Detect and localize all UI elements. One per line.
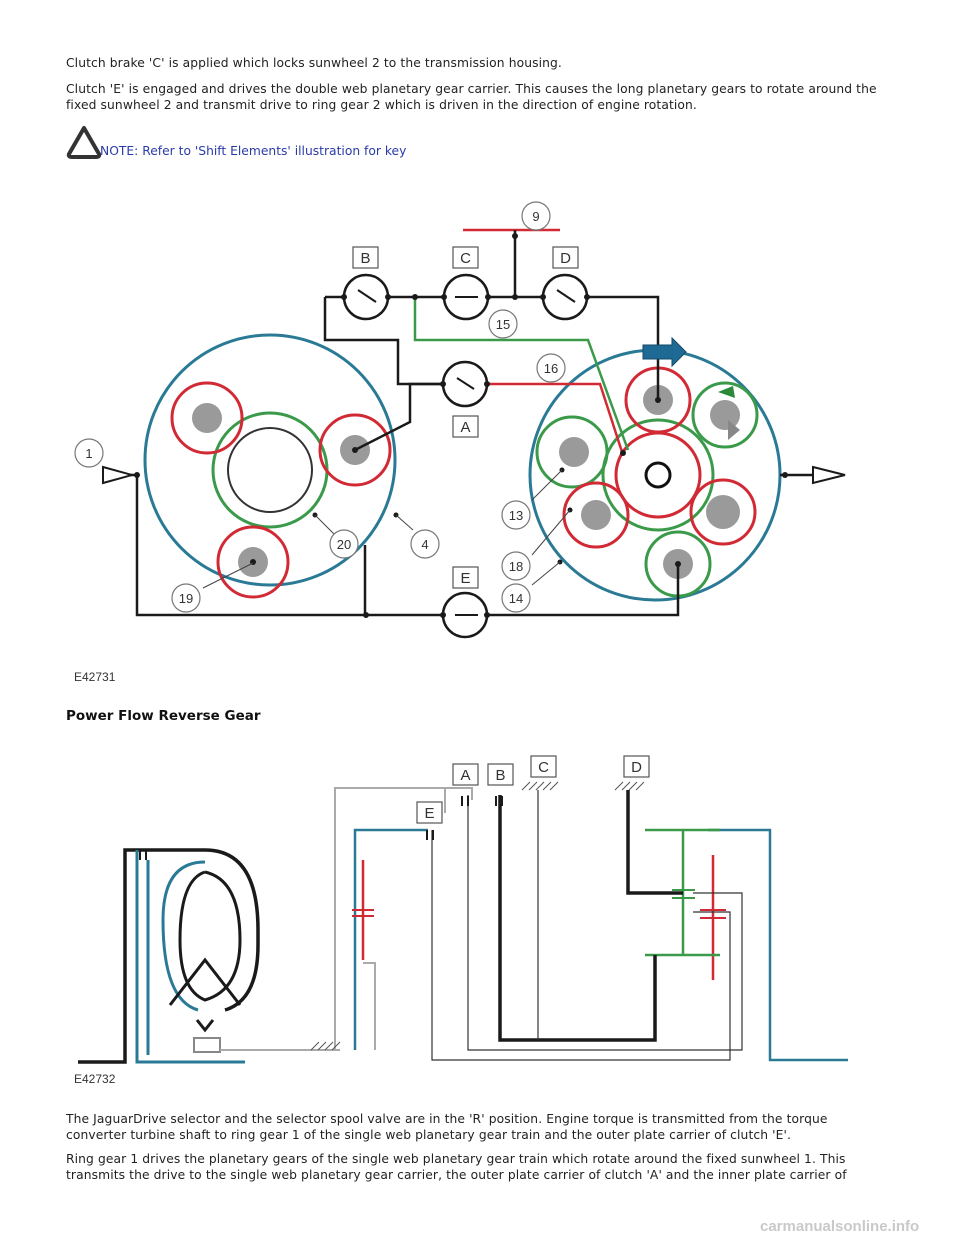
rotation-arrow-icon — [642, 336, 687, 368]
label2-d: D — [631, 759, 642, 776]
label-9: 9 — [532, 209, 539, 224]
figure-code-e42731: E42731 — [74, 670, 116, 684]
left-sun-gear — [211, 411, 329, 529]
label2-a: A — [460, 767, 470, 784]
label2-c: C — [538, 759, 549, 776]
label-13: 13 — [509, 508, 523, 523]
label-16: 16 — [544, 361, 558, 376]
label-18: 18 — [509, 559, 523, 574]
label-19: 19 — [179, 591, 193, 606]
label-c: C — [460, 250, 471, 267]
label-20: 20 — [337, 537, 351, 552]
warning-triangle-icon — [66, 126, 102, 159]
note-text: NOTE: Refer to 'Shift Elements' illustra… — [100, 144, 407, 158]
label-15: 15 — [496, 317, 510, 332]
left-planetary-ring — [143, 333, 397, 587]
left-sun-inner — [227, 427, 313, 513]
paragraph-ring-gear-1: Ring gear 1 drives the planetary gears o… — [66, 1152, 847, 1182]
power-flow-diagram-e42731: B C D A E 9 15 16 1 20 4 13 18 14 19 — [74, 201, 846, 639]
paragraph-jaguardrive-selector: The JaguarDrive selector and the selecto… — [66, 1112, 828, 1142]
paragraph-clutch-brake-c: Clutch brake 'C' is applied which locks … — [66, 56, 562, 70]
label-b: B — [360, 250, 370, 267]
label-e: E — [460, 570, 470, 587]
watermark: carmanualsonline.info — [760, 1218, 920, 1235]
label-a: A — [460, 419, 470, 436]
label-1: 1 — [85, 446, 92, 461]
label-4: 4 — [421, 537, 428, 552]
paragraph-clutch-e: Clutch 'E' is engaged and drives the dou… — [66, 82, 877, 112]
section-heading: Power Flow Reverse Gear — [66, 708, 261, 724]
label-14: 14 — [509, 591, 523, 606]
power-flow-reverse-diagram-e42732: A B C D E — [78, 755, 848, 1064]
figure-code-e42732: E42732 — [74, 1072, 116, 1086]
label2-b: B — [495, 767, 505, 784]
label-d: D — [560, 250, 571, 267]
label2-e: E — [424, 805, 434, 822]
